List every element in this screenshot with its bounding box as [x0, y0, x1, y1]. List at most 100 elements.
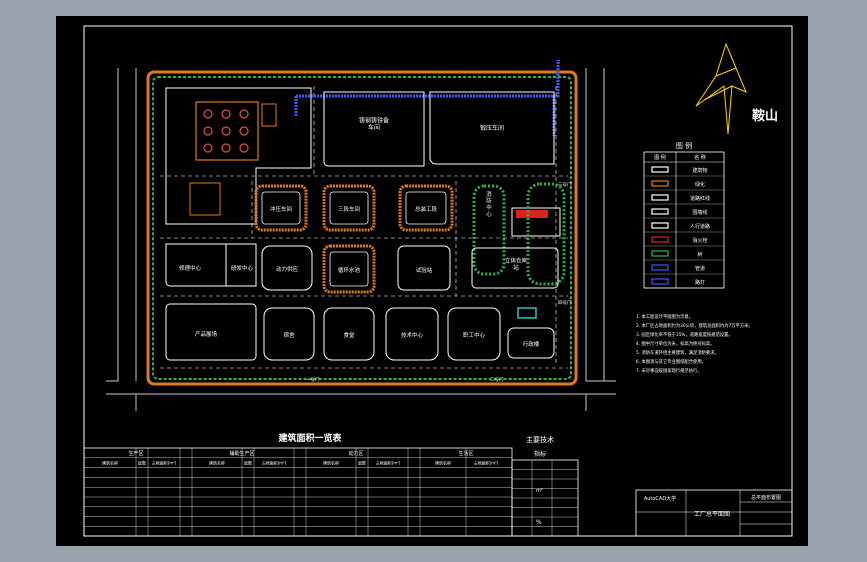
building-workshopA[interactable]: 立体仓库站 — [471, 247, 559, 289]
building-canteen[interactable]: 食堂 — [323, 307, 375, 361]
place-name: 鞍山 — [752, 108, 778, 124]
building-label: 食堂 — [343, 331, 355, 339]
legend-item-label: 道路红线 — [690, 195, 710, 202]
building-label: 修理中心 — [179, 264, 202, 272]
legend-item-label: 树 — [697, 251, 702, 258]
table-col-header: 占地面积(m²) — [152, 460, 177, 466]
legend-item-label: 消火栓 — [692, 237, 707, 244]
building-fire[interactable]: 消防中心 — [472, 184, 506, 276]
legend-item-label: 建筑物 — [692, 167, 707, 174]
tree-icon — [221, 126, 231, 136]
svg-text:总平面布置图: 总平面布置图 — [751, 494, 781, 501]
building-repair[interactable]: 修理中心 研发中心 — [165, 243, 257, 287]
building-label: 动力供应 — [276, 265, 299, 273]
legend-swatch — [651, 194, 669, 201]
building-stamping[interactable]: 冲压车间 — [254, 184, 308, 232]
svg-text:指标: 指标 — [534, 450, 546, 458]
table-title: 建筑面积一览表 — [278, 432, 342, 444]
tree-icon — [221, 109, 231, 119]
building-label: 技术中心 — [401, 331, 424, 339]
note-line: 3. 园区绿化率不低于35%，道路宽度按规范设置。 — [636, 331, 733, 338]
building-label: 冲压车间 — [270, 205, 292, 213]
north-arrow-icon — [695, 42, 747, 135]
building-foundry[interactable]: 铸钢铸铁备车间 — [323, 91, 425, 167]
building-admin[interactable]: 行政楼 — [507, 327, 555, 359]
table-col-header: 建筑名称 — [209, 460, 225, 466]
title-block: AutoCAD大学 工厂总平面图 总平面布置图 — [635, 489, 793, 537]
legend-swatch — [651, 278, 669, 285]
legend-item-label: 管道 — [695, 265, 705, 272]
building-label: 试验站 — [416, 266, 433, 274]
legend-swatch — [651, 180, 669, 187]
legend-swatch — [651, 222, 669, 229]
legend-swatch — [651, 208, 669, 215]
table-group-header: 生活区 — [458, 450, 473, 457]
building-label: 三段车间 — [338, 205, 360, 213]
building-label: 总装工段 — [415, 205, 438, 213]
legend-col-name: 名 称 — [694, 154, 706, 161]
tree-icon — [203, 143, 213, 153]
tech-index: 主要技术 指标 m² % — [511, 435, 579, 537]
table-col-header: 建筑名称 — [323, 460, 339, 466]
boundary-wall — [146, 70, 578, 386]
building-supply[interactable]: 动力供应 — [261, 245, 313, 291]
building-workshop3[interactable]: 三段车间 — [322, 184, 376, 232]
building-store[interactable] — [511, 207, 561, 237]
building-forge[interactable]: 锻压车间 — [429, 91, 555, 165]
area-table: 建筑面积一览表 生产区辅助生产区动力区生活区建筑名称层数占地面积(m²)建筑名称… — [83, 432, 513, 537]
site-plan: 铸钢铸铁备车间 锻压车间 冲压车间 三段车间 总装工段 消防中心 修理中心 研发… — [83, 25, 793, 537]
legend-swatch — [651, 166, 669, 173]
building-product[interactable]: 产品展场 — [165, 303, 257, 361]
building-label: 消防中心 — [486, 190, 492, 218]
tree-icon — [203, 109, 213, 119]
table-group-header: 动力区 — [348, 450, 363, 457]
table-col-header: 层数 — [358, 460, 366, 466]
table-col-header: 占地面积(m²) — [376, 460, 401, 466]
fountain-square — [189, 182, 221, 216]
building-label: 职工中心 — [463, 331, 486, 339]
note-line: 4. 图中尺寸单位为米，标高为绝对标高。 — [636, 340, 715, 347]
legend-title: 图 例 — [676, 141, 692, 150]
tree-icon — [239, 126, 249, 136]
hydrant-block — [516, 210, 548, 218]
table-col-header: 层数 — [244, 460, 252, 466]
building-office[interactable]: 技术中心 — [385, 307, 439, 361]
building-cooling[interactable]: 循环水池 — [322, 244, 376, 294]
outer-roads — [106, 68, 616, 411]
tree-grid — [203, 109, 249, 153]
table-col-header: 层数 — [138, 460, 146, 466]
gate-label: 二号门 — [490, 376, 504, 383]
svg-text:主要技术: 主要技术 — [526, 435, 554, 444]
building-label: 产品展场 — [195, 330, 218, 338]
building-training[interactable]: 职工中心 — [447, 307, 501, 361]
note-line: 7. 未尽事宜按国家现行规范执行。 — [636, 367, 702, 374]
table-col-header: 建筑名称 — [102, 460, 118, 466]
table-col-header: 建筑名称 — [435, 460, 451, 466]
building-assembly[interactable]: 总装工段 — [398, 184, 454, 232]
gate-label: 四号门 — [558, 299, 572, 306]
building-label: 立体仓库站 — [505, 257, 528, 272]
legend-col-symbol: 图 例 — [654, 154, 666, 161]
tree-icon — [239, 143, 249, 153]
gate-label: 一号门 — [306, 376, 320, 383]
small-pavilion — [261, 103, 277, 127]
drawing-border — [83, 25, 793, 537]
building-label: 铸钢铸铁备车间 — [359, 116, 389, 131]
building-label: 研发中心 — [231, 264, 254, 272]
note-line: 1. 本工程设计平面图为示意。 — [636, 313, 693, 320]
svg-text:工厂总平面图: 工厂总平面图 — [694, 510, 730, 518]
legend-swatch — [651, 250, 669, 257]
building-dorm[interactable]: 宿舍 — [263, 307, 315, 361]
legend-item-label: 围墙线 — [692, 209, 707, 216]
legend-item-label: 路灯 — [695, 279, 705, 286]
building-logistics[interactable]: 试验站 — [397, 245, 451, 291]
table-col-header: 占地面积(m²) — [474, 460, 499, 466]
note-line: 5. 消防车道环绕主要建筑，满足消防要求。 — [636, 349, 719, 356]
table-group-header: 生产区 — [128, 450, 143, 457]
legend-swatch — [651, 264, 669, 271]
internal-roads — [160, 86, 568, 369]
legend-swatch — [651, 236, 669, 243]
table-group-header: 辅助生产区 — [229, 450, 254, 457]
